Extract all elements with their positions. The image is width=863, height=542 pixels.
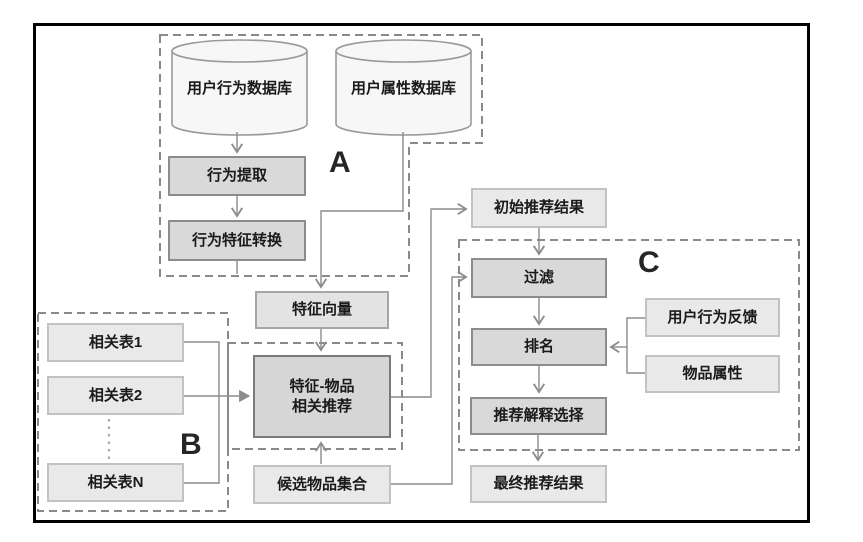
user-behavior-db-cylinder	[171, 39, 308, 136]
group-b-outline	[37, 312, 229, 512]
node-user-attribute-db: 用户属性数据库	[350, 79, 456, 97]
node-user-behavior-feedback: 用户行为反馈	[645, 298, 780, 337]
node-feature-item-recommendation: 特征-物品 相关推荐	[253, 355, 391, 438]
node-final-recommendation-results: 最终推荐结果	[470, 465, 607, 503]
node-candidate-item-set: 候选物品集合	[253, 465, 391, 504]
line-related-tables-collector	[184, 341, 220, 484]
node-ranking: 排名	[471, 328, 607, 366]
group-a-outline	[159, 34, 483, 277]
line-feedback-attributes-join	[626, 317, 645, 374]
node-behavior-extraction: 行为提取	[168, 156, 306, 196]
node-filtering: 过滤	[471, 258, 607, 298]
node-item-attributes: 物品属性	[645, 355, 780, 393]
label-group-a: A	[329, 146, 351, 179]
node-related-table-2: 相关表2	[47, 376, 184, 415]
arrow-candidates-to-filtering	[391, 270, 468, 485]
node-feature-vector: 特征向量	[255, 291, 389, 329]
user-attribute-db-cylinder	[335, 39, 472, 136]
node-behavior-feature-conversion: 行为特征转换	[168, 220, 306, 261]
label-group-c: C	[638, 246, 660, 279]
node-explanation-selection: 推荐解释选择	[470, 397, 607, 435]
arrow-attributedb-to-feature-vector	[314, 132, 404, 289]
node-user-behavior-db: 用户行为数据库	[186, 79, 292, 97]
node-related-table-n: 相关表N	[47, 463, 184, 502]
label-group-b: B	[180, 428, 202, 461]
arrow-feature-item-to-initial-results	[391, 202, 468, 398]
node-related-table-1: 相关表1	[47, 323, 184, 362]
group-c-outline	[458, 239, 800, 451]
node-initial-recommendation-results: 初始推荐结果	[471, 188, 607, 228]
